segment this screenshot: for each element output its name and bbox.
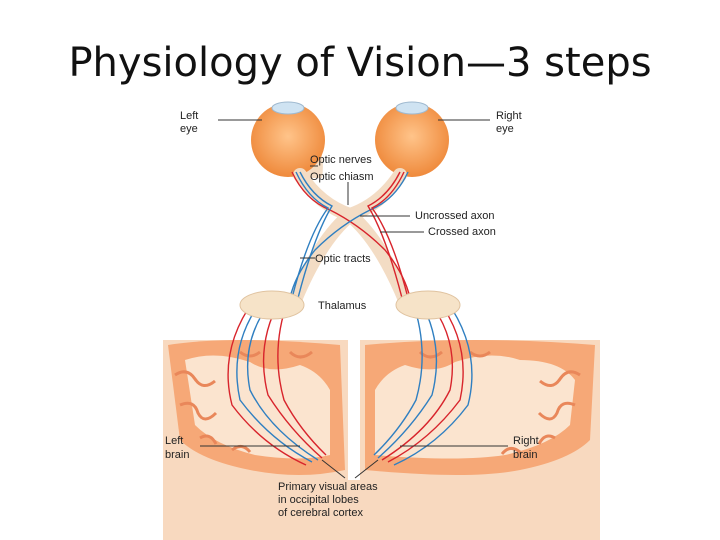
label-optic-tracts: Optic tracts	[315, 253, 371, 265]
thalamus	[239, 290, 461, 320]
label-left-brain-2: brain	[165, 449, 189, 461]
label-right-brain-1: Right	[513, 435, 539, 447]
label-crossed-axon: Crossed axon	[428, 226, 496, 238]
right-eyeball	[375, 101, 449, 177]
label-left-eye-2: eye	[180, 123, 198, 135]
label-optic-chiasm: Optic chiasm	[310, 171, 374, 183]
label-thalamus: Thalamus	[318, 300, 367, 312]
label-primary-visual-1: Primary visual areas	[278, 481, 378, 493]
label-primary-visual-3: of cerebral cortex	[278, 507, 363, 519]
cerebral-cortex	[163, 340, 600, 540]
label-primary-visual-2: in occipital lobes	[278, 494, 359, 506]
left-eyeball	[251, 101, 325, 178]
label-left-brain-1: Left	[165, 435, 183, 447]
slide-title: Physiology of Vision—3 steps	[68, 40, 652, 86]
axon-pathways	[227, 171, 473, 466]
label-uncrossed-axon: Uncrossed axon	[415, 210, 495, 222]
label-right-eye-1: Right	[496, 110, 522, 122]
label-optic-nerves: Optic nerves	[310, 154, 372, 166]
label-right-brain-2: brain	[513, 449, 537, 461]
leader-lines	[200, 119, 508, 479]
label-left-eye-1: Left	[180, 110, 198, 122]
label-right-eye-2: eye	[496, 123, 514, 135]
